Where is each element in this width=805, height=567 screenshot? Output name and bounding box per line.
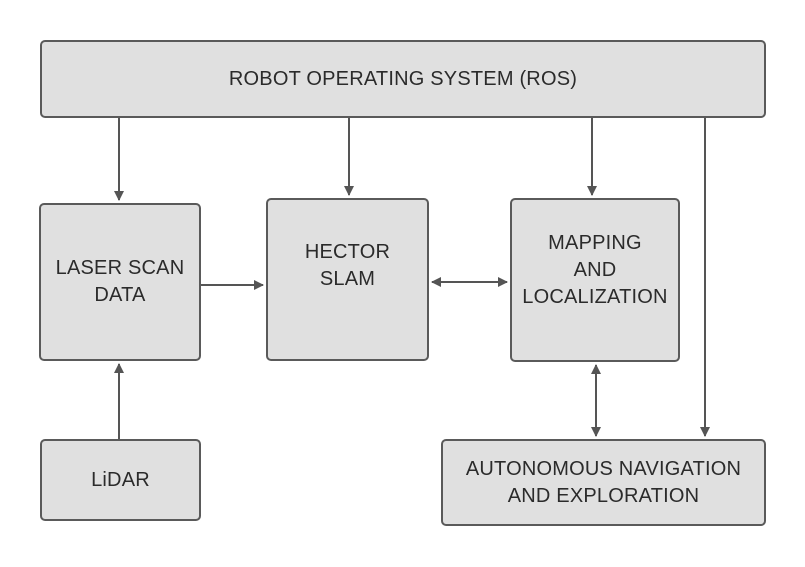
node-hector-slam: HECTOR SLAM bbox=[266, 198, 429, 361]
node-autonomous-label-line-1: AUTONOMOUS NAVIGATION bbox=[465, 457, 742, 480]
node-hector-slam-label-line-1: HECTOR bbox=[304, 240, 391, 263]
node-ros-label: ROBOT OPERATING SYSTEM (ROS) bbox=[228, 67, 578, 90]
node-laser-scan-data: LASER SCAN DATA bbox=[39, 203, 201, 361]
node-mapping-localization: MAPPING AND LOCALIZATION bbox=[510, 198, 680, 362]
node-autonomous-label-line-2: AND EXPLORATION bbox=[507, 484, 700, 507]
node-ros: ROBOT OPERATING SYSTEM (ROS) bbox=[40, 40, 766, 118]
node-mapping-label-line-3: LOCALIZATION bbox=[522, 285, 668, 308]
node-lidar-label: LiDAR bbox=[91, 468, 150, 491]
node-lidar: LiDAR bbox=[40, 439, 201, 521]
node-hector-slam-label-line-2: SLAM bbox=[319, 267, 376, 290]
node-mapping-label-line-2: AND bbox=[573, 258, 617, 281]
node-laser-scan-label-line-1: LASER SCAN bbox=[55, 257, 185, 279]
node-mapping-label-line-1: MAPPING bbox=[548, 231, 642, 254]
node-autonomous-navigation: AUTONOMOUS NAVIGATION AND EXPLORATION bbox=[441, 439, 766, 526]
node-laser-scan-label-line-2: DATA bbox=[94, 284, 146, 306]
